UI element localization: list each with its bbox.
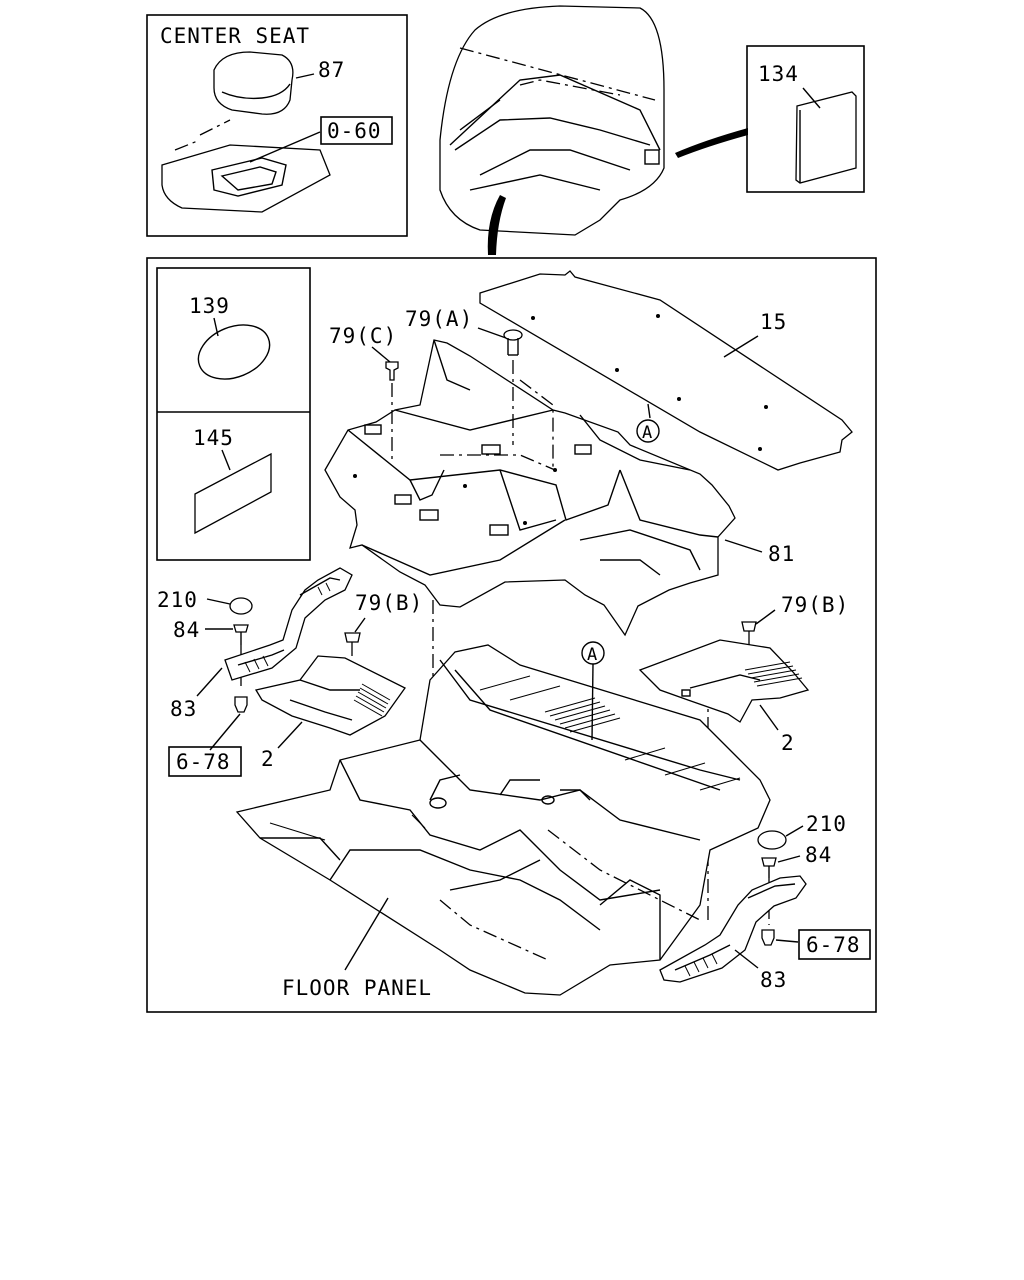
label-84-right: 84 bbox=[805, 843, 832, 867]
part-2-left-mat-drawing bbox=[254, 655, 406, 736]
part-79b-right-screw-drawing bbox=[741, 621, 757, 650]
label-2-left: 2 bbox=[261, 747, 275, 771]
label-79c: 79(C) bbox=[329, 324, 397, 348]
leader-6-78-left bbox=[209, 713, 241, 751]
leader-2-right bbox=[759, 704, 779, 731]
marker-a-upper: A bbox=[642, 423, 653, 443]
label-81: 81 bbox=[768, 542, 795, 566]
leader-15 bbox=[723, 335, 759, 358]
part-79b-left-screw-drawing bbox=[344, 632, 361, 660]
part-79a-bolt-drawing bbox=[503, 329, 523, 445]
part-15-panel-drawing bbox=[479, 270, 853, 471]
label-79b-left: 79(B) bbox=[355, 591, 423, 615]
marker-a-lower: A bbox=[587, 645, 598, 665]
label-79b-right: 79(B) bbox=[781, 593, 849, 617]
part-81-insulator-drawing bbox=[324, 339, 736, 637]
ref-6-78-left: 6-78 bbox=[176, 750, 231, 774]
label-139: 139 bbox=[189, 294, 230, 318]
label-83-right: 83 bbox=[760, 968, 787, 992]
leader-2-left bbox=[277, 721, 303, 749]
center-seat-base-drawing bbox=[161, 119, 331, 213]
ref-box-0-60 bbox=[320, 116, 393, 145]
leader-83-right bbox=[734, 949, 759, 969]
part-2-right-mat-drawing bbox=[638, 639, 810, 723]
part-210-right-plug-drawing bbox=[757, 830, 787, 850]
ref-box-6-78-right bbox=[798, 929, 871, 960]
leader-79c bbox=[371, 346, 391, 363]
inset-134-frame bbox=[746, 45, 865, 193]
leader-134 bbox=[802, 87, 821, 109]
leader-145 bbox=[221, 449, 231, 471]
pointer-to-main bbox=[487, 195, 506, 255]
leader-83-left bbox=[196, 667, 223, 697]
center-seat-inset: CENTER SEAT 87 0-60 bbox=[146, 14, 408, 237]
leader-210-left bbox=[206, 598, 231, 605]
leader-79b-left bbox=[354, 617, 366, 633]
label-84-left: 84 bbox=[173, 618, 200, 642]
marker-a-upper-circle bbox=[636, 419, 660, 443]
leader-210-right bbox=[785, 825, 804, 837]
center-seat-frame bbox=[146, 14, 408, 237]
center-seat-title: CENTER SEAT bbox=[160, 24, 310, 48]
part-87-cushion-drawing bbox=[213, 51, 294, 115]
clip-left-drawing bbox=[234, 696, 248, 713]
leader-81 bbox=[724, 539, 763, 553]
label-210-left: 210 bbox=[157, 588, 198, 612]
part-139-plug-drawing bbox=[197, 324, 271, 380]
floor-panel-drawing bbox=[235, 644, 771, 996]
label-87: 87 bbox=[318, 58, 345, 82]
leader-floor-panel bbox=[344, 897, 389, 971]
clip-right-drawing bbox=[761, 929, 775, 946]
label-79a: 79(A) bbox=[405, 307, 473, 331]
label-83-left: 83 bbox=[170, 697, 197, 721]
inset-139-145: 139 145 bbox=[156, 267, 311, 561]
label-134: 134 bbox=[758, 62, 799, 86]
part-83-right-bracket-drawing bbox=[659, 875, 807, 983]
part-134-pad-drawing bbox=[795, 91, 857, 184]
inset-139-145-frame bbox=[156, 267, 311, 561]
label-floor-panel: FLOOR PANEL bbox=[282, 976, 432, 1000]
leader-79b-right bbox=[755, 609, 776, 625]
leader-79a bbox=[477, 327, 507, 339]
label-15: 15 bbox=[760, 310, 787, 334]
part-145-sheet-drawing bbox=[194, 452, 272, 535]
ref-0-60: 0-60 bbox=[327, 119, 382, 143]
ref-box-6-78-left bbox=[168, 746, 242, 777]
part-83-left-bracket-drawing bbox=[224, 567, 353, 681]
leader-6-78-right bbox=[775, 939, 799, 943]
leader-87 bbox=[295, 73, 315, 79]
leader-84-right bbox=[777, 855, 801, 863]
label-210-right: 210 bbox=[806, 812, 847, 836]
part-84-left-screw-drawing bbox=[233, 624, 249, 690]
main-frame bbox=[146, 257, 877, 1013]
leader-0-60 bbox=[249, 131, 321, 163]
pointer-to-134 bbox=[675, 128, 748, 158]
cab-overview-drawing bbox=[439, 5, 748, 255]
label-145: 145 bbox=[193, 426, 234, 450]
part-210-left-plug-drawing bbox=[229, 597, 253, 615]
label-2-right: 2 bbox=[781, 731, 795, 755]
ref-6-78-right: 6-78 bbox=[806, 933, 861, 957]
inset-134: 134 bbox=[746, 45, 865, 193]
part-79c-screw-drawing bbox=[385, 361, 399, 462]
